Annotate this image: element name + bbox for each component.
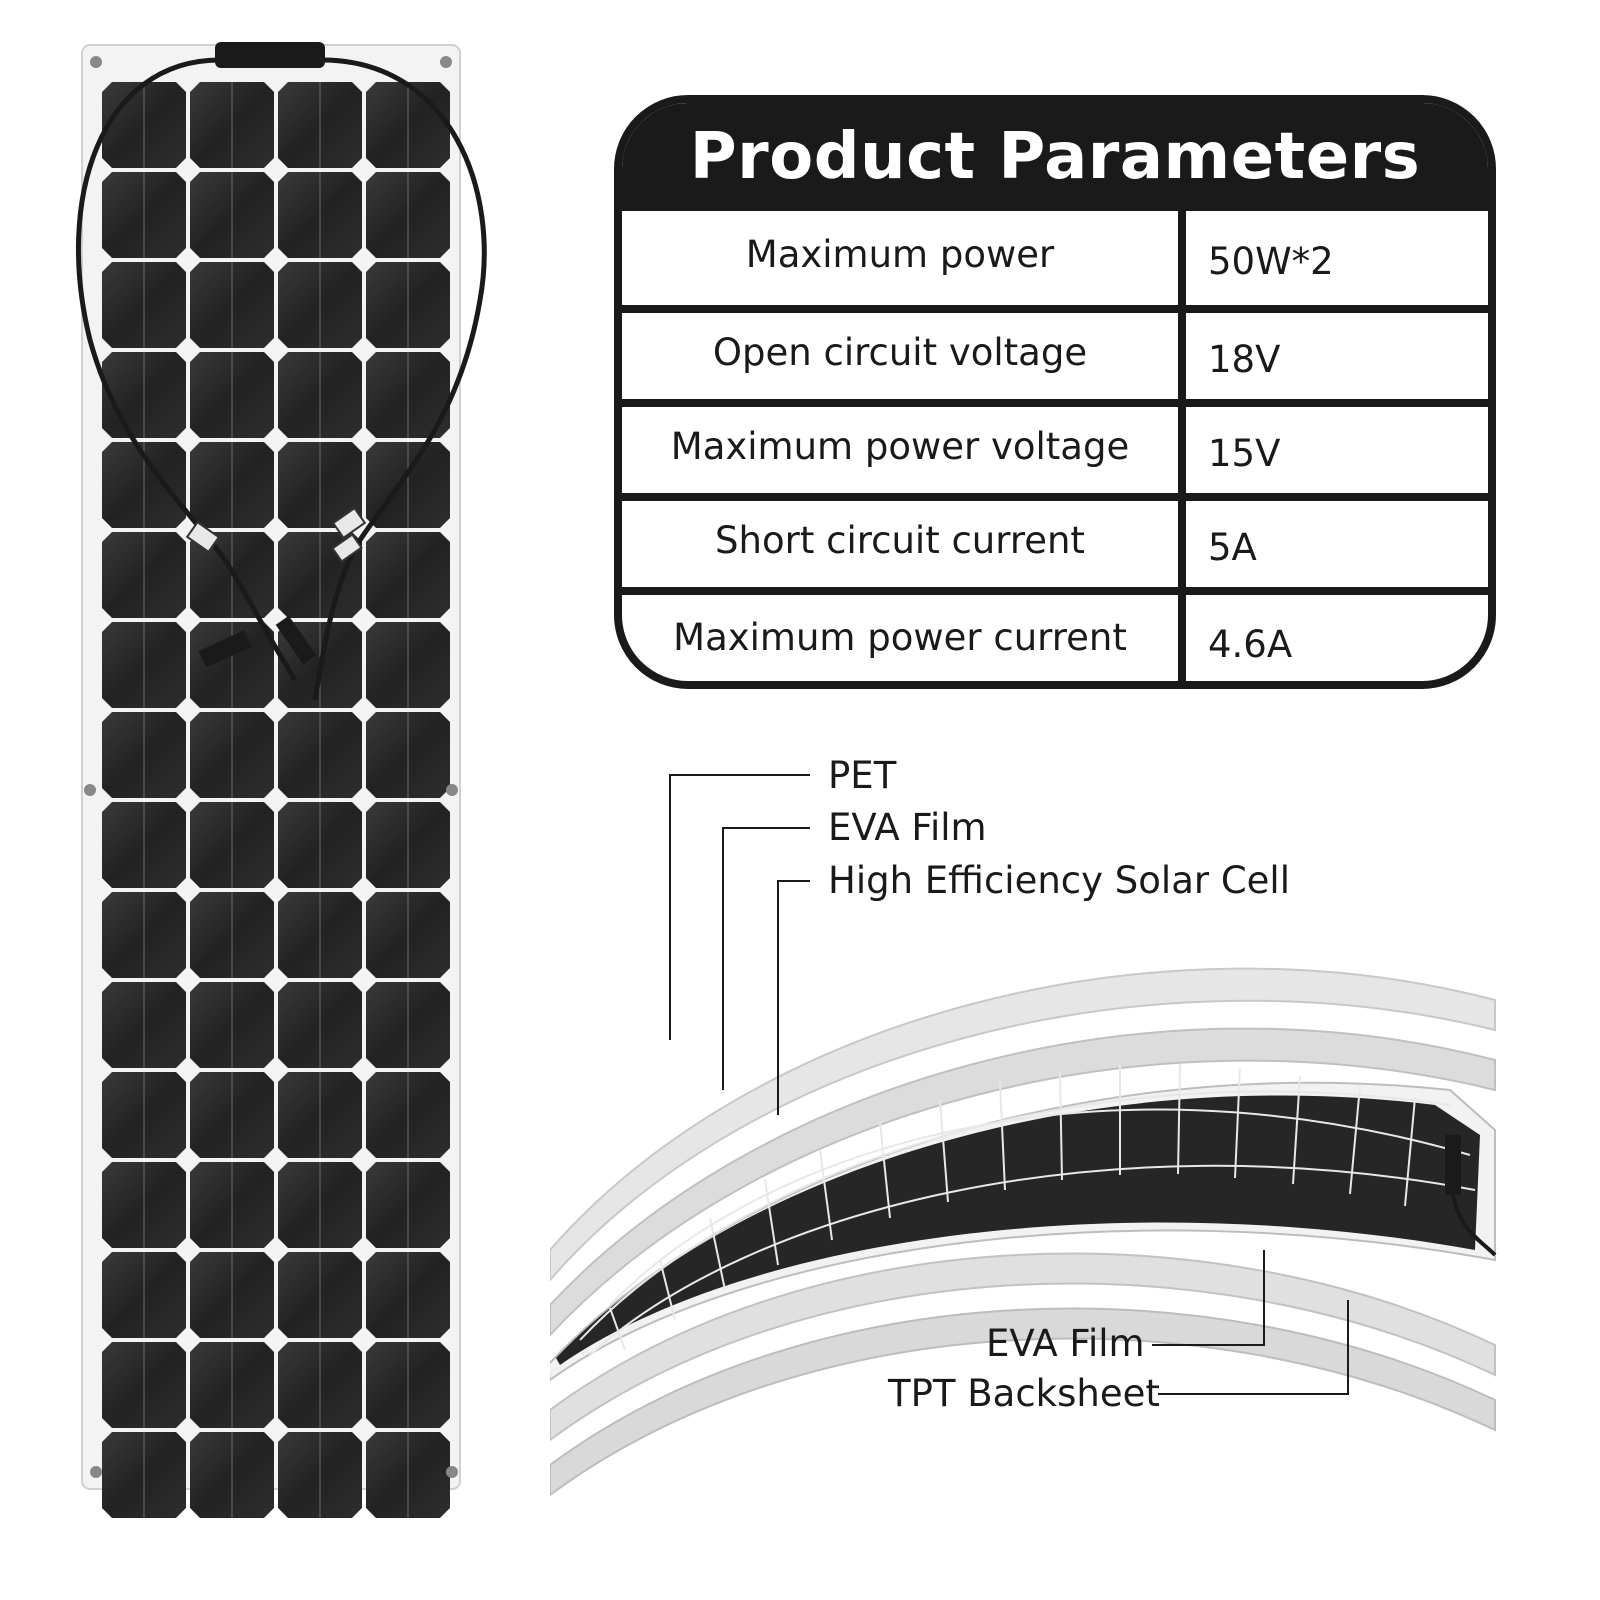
mounting-hole <box>90 56 102 68</box>
cell-grid-line <box>1404 1097 1416 1207</box>
leader-line <box>777 880 810 1115</box>
cell-grid-line <box>1349 1085 1361 1195</box>
mounting-hole <box>84 784 96 796</box>
cell-grid-line <box>1177 1063 1181 1175</box>
cell-grid-line <box>589 1164 1476 1356</box>
cell-grid-line <box>609 1108 1471 1306</box>
cell-grid-line <box>819 1149 833 1241</box>
cell-grid-line <box>1292 1075 1301 1185</box>
param-label: Short circuit current <box>715 518 1085 562</box>
table-row: Short circuit current 5A <box>622 493 1488 587</box>
junction-box <box>1445 1135 1461 1195</box>
cable <box>76 57 298 682</box>
param-value: 18V <box>1208 337 1281 381</box>
product-parameters-table: Product Parameters Maximum power 50W*2 O… <box>614 95 1496 689</box>
mc4-connector <box>198 630 252 668</box>
cell-grid-line <box>609 1307 626 1351</box>
param-value: 15V <box>1208 431 1281 475</box>
table-title: Product Parameters <box>622 103 1488 211</box>
leader-line <box>1152 1250 1265 1346</box>
layer-structure-illustration <box>546 774 1497 1497</box>
mounting-hole <box>446 1466 458 1478</box>
cell-grid-line <box>939 1099 949 1203</box>
eva-film-top-layer <box>549 1027 1496 1338</box>
cell-grid-line <box>709 1217 726 1291</box>
cell-grid-line <box>579 1090 1451 1341</box>
solar-panel-illustration <box>76 42 487 1518</box>
param-value: 5A <box>1208 525 1257 569</box>
layer-structure-diagram: PET EVA Film High Efficiency Solar Cell … <box>546 754 1540 1520</box>
cable <box>1451 1194 1497 1257</box>
cable-connector <box>331 533 363 563</box>
cable-connector <box>185 520 221 554</box>
param-value: 50W*2 <box>1208 239 1334 283</box>
param-label: Maximum power <box>745 232 1055 276</box>
solar-cell-layer <box>556 1095 1480 1365</box>
pet-layer <box>549 967 1496 1283</box>
tpt-backsheet-layer <box>549 1307 1496 1497</box>
cell-grid-line <box>1234 1067 1241 1179</box>
mc4-connector <box>275 615 317 665</box>
table-row: Maximum power voltage 15V <box>622 399 1488 493</box>
param-label: Maximum power current <box>673 615 1127 659</box>
table-column-divider <box>1178 211 1186 681</box>
param-value: 4.6A <box>1208 622 1293 666</box>
mounting-hole <box>446 784 458 796</box>
cell-grid-line <box>1059 1071 1063 1181</box>
solar-cell-grid <box>579 1063 1476 1356</box>
cell-grid-line <box>764 1179 779 1266</box>
solar-panel-image <box>60 40 500 1540</box>
param-label: Maximum power voltage <box>670 424 1130 468</box>
table-row: Maximum power 50W*2 <box>622 211 1488 305</box>
table-row: Open circuit voltage 18V <box>622 305 1488 399</box>
mounting-hole <box>440 56 452 68</box>
label-eva-film-bottom: EVA Film <box>986 1322 1145 1365</box>
eva-film-bottom-layer <box>549 1252 1496 1442</box>
leader-line <box>1158 1300 1349 1395</box>
cable-connector <box>331 506 367 540</box>
label-solar-cell: High Efficiency Solar Cell <box>828 859 1290 902</box>
cable <box>312 57 487 701</box>
leader-line <box>669 774 810 1040</box>
junction-box <box>215 42 325 68</box>
label-eva-film-top: EVA Film <box>828 806 987 849</box>
label-pet: PET <box>828 754 897 797</box>
cell-grid-line <box>659 1259 676 1321</box>
label-tpt-backsheet: TPT Backsheet <box>888 1372 1160 1415</box>
cell-grid-line <box>999 1081 1006 1191</box>
param-label: Open circuit voltage <box>712 330 1088 374</box>
panel-cells <box>102 82 450 1518</box>
leader-line <box>722 827 810 1090</box>
cell-grid-line <box>879 1121 891 1219</box>
table-row: Maximum power current 4.6A <box>622 587 1488 681</box>
mounting-hole <box>90 1466 102 1478</box>
